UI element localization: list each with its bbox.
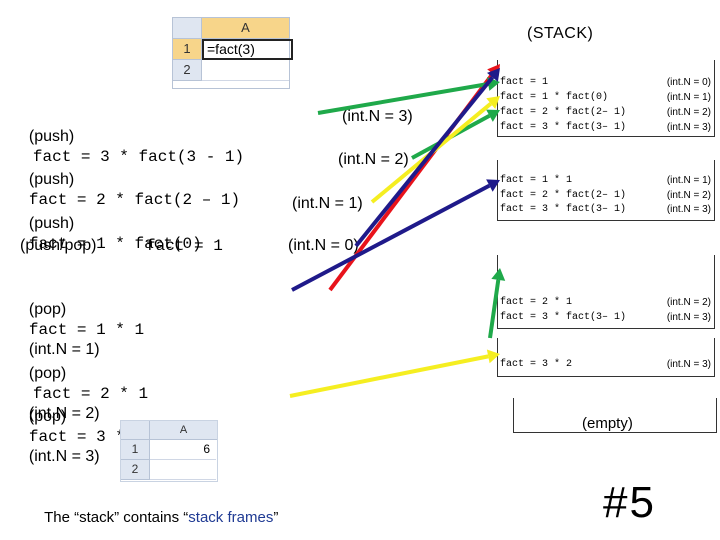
row-header-2[interactable]: 2 <box>121 460 150 480</box>
row-header-1[interactable]: 1 <box>121 440 150 460</box>
column-header-a[interactable]: A <box>202 18 289 39</box>
spreadsheet-bottom: A 1 6 2 <box>120 420 218 482</box>
caption-highlight: stack frames <box>188 509 274 526</box>
frame-row: fact = 2 * fact(2– 1) (int.N = 2) <box>498 190 714 201</box>
spreadsheet-top: A 1 =fact(3) 2 <box>172 17 293 89</box>
step-intn: (int.N = 2) <box>28 405 100 422</box>
arrow-blue-pop1 <box>291 183 491 292</box>
frame-intn: (int.N = 3) <box>666 359 711 370</box>
step-intn: (int.N = 1) <box>292 195 363 212</box>
column-header-a[interactable]: A <box>150 421 217 440</box>
frame-row: fact = 1 * fact(0) (int.N = 1) <box>498 92 714 103</box>
step-intn: (int.N = 3) <box>28 448 100 465</box>
step-expr: fact = 3 * fact(3 - 1) <box>32 148 245 166</box>
step-op: (pop) <box>28 301 67 318</box>
caption-text-end: ” <box>273 509 279 526</box>
step-expr: fact = 1 <box>146 237 223 255</box>
step-op: (push) <box>28 128 75 145</box>
step-intn: (int.N = 1) <box>28 341 100 358</box>
stack-frame-3: fact = 1 * 1 (int.N = 1) fact = 2 * fact(… <box>497 160 715 221</box>
frame-expr: fact = 3 * 2 <box>500 359 573 370</box>
arrow-yellow-pop3-head <box>486 349 500 364</box>
arrow-blue-pushpop <box>354 76 495 248</box>
frame-expr: fact = 3 * fact(3– 1) <box>500 122 627 133</box>
frame-intn: (int.N = 2) <box>666 190 711 201</box>
step-push-1: (push) fact = 3 * fact(3 - 1) <box>20 107 244 167</box>
row-header-1[interactable]: 1 <box>173 39 202 60</box>
frame-intn: (int.N = 3) <box>666 312 711 323</box>
step-op: (push) <box>28 171 75 188</box>
frame-expr: fact = 2 * fact(2– 1) <box>500 190 627 201</box>
frame-expr: fact = 3 * fact(3– 1) <box>500 312 627 323</box>
arrow-yellow-pop3 <box>289 354 489 398</box>
arrow-yellow-push1-head <box>486 96 500 110</box>
caption-text: The “stack” contains “ <box>44 509 189 526</box>
step-op: (push) <box>28 215 75 232</box>
cell-a1[interactable]: =fact(3) <box>202 39 293 60</box>
arrow-blue-pop1-head <box>486 179 500 192</box>
frame-expr: fact = 2 * 1 <box>500 297 573 308</box>
stack-title: (STACK) <box>527 25 594 42</box>
step-op: (pop) <box>28 408 67 425</box>
frame-intn: (int.N = 3) <box>666 122 711 133</box>
arrow-green-pop2 <box>488 279 501 339</box>
frame-row: fact = 3 * fact(3– 1) (int.N = 3) <box>498 312 714 323</box>
frame-row: fact = 1 (int.N = 0) <box>498 77 714 88</box>
arrow-group <box>289 64 506 398</box>
empty-label: (empty) <box>582 415 633 432</box>
cell-a2[interactable] <box>150 460 216 480</box>
cell-a2[interactable] <box>202 60 289 81</box>
frame-expr: fact = 1 * fact(0) <box>500 92 609 103</box>
frame-row: fact = 3 * fact(3– 1) (int.N = 3) <box>498 122 714 133</box>
frame-expr: fact = 1 * 1 <box>500 175 573 186</box>
frame-row: fact = 1 * 1 (int.N = 1) <box>498 175 714 186</box>
step-expr: fact = 2 * 1 <box>32 385 149 403</box>
sheet-corner <box>121 421 150 440</box>
step-intn: (int.N = 0) <box>288 237 359 254</box>
frame-expr: fact = 2 * fact(2– 1) <box>500 107 627 118</box>
caption: The “stack” contains “stack frames” <box>36 492 278 526</box>
slide-number: #5 <box>603 478 656 527</box>
arrow-green-push3 <box>317 82 489 115</box>
arrow-green-push2-head <box>486 109 500 122</box>
frame-intn: (int.N = 0) <box>666 77 711 88</box>
step-pop-2: (pop) fact = 2 * 1 (int.N = 2) <box>20 344 148 424</box>
frame-row: fact = 2 * fact(2– 1) (int.N = 2) <box>498 107 714 118</box>
step-push-3: (push) fact = 1 * fact(0) <box>20 194 202 254</box>
frame-intn: (int.N = 2) <box>666 107 711 118</box>
step-expr: fact = 1 * fact(0) <box>28 235 202 253</box>
frame-intn: (int.N = 1) <box>666 175 711 186</box>
arrow-green-pop2-head <box>491 268 506 281</box>
arrow-blue-pushpop-head <box>487 68 500 82</box>
step-intn: (int.N = 2) <box>338 151 409 168</box>
frame-intn: (int.N = 2) <box>666 297 711 308</box>
sheet-corner <box>173 18 202 39</box>
step-intn: (int.N = 3) <box>342 108 413 125</box>
cell-a1[interactable]: 6 <box>150 440 216 460</box>
stack-frame-4: fact = 1 (int.N = 0) fact = 1 * fact(0) (i… <box>497 60 715 137</box>
step-pop-1: (pop) fact = 1 * 1 (int.N = 1) <box>20 280 144 360</box>
frame-row: fact = 2 * 1 (int.N = 2) <box>498 297 714 308</box>
frame-expr: fact = 1 <box>500 77 549 88</box>
step-expr: fact = 2 * fact(2 – 1) <box>28 191 241 209</box>
step-push-2: (push) fact = 2 * fact(2 – 1) <box>20 150 240 210</box>
frame-intn: (int.N = 3) <box>666 204 711 215</box>
stack-frame-2: fact = 2 * 1 (int.N = 2) fact = 3 * fact(… <box>497 255 715 329</box>
step-op: (pop) <box>28 365 67 382</box>
frame-expr: fact = 3 * fact(3– 1) <box>500 204 627 215</box>
step-op: (push/pop) <box>20 237 97 254</box>
row-header-2[interactable]: 2 <box>173 60 202 81</box>
frame-row: fact = 3 * 2 (int.N = 3) <box>498 359 714 370</box>
stack-frame-empty <box>513 398 717 433</box>
frame-row: fact = 3 * fact(3– 1) (int.N = 3) <box>498 204 714 215</box>
frame-intn: (int.N = 1) <box>666 92 711 103</box>
step-expr: fact = 1 * 1 <box>28 321 145 339</box>
stack-frame-1: fact = 3 * 2 (int.N = 3) <box>497 338 715 377</box>
